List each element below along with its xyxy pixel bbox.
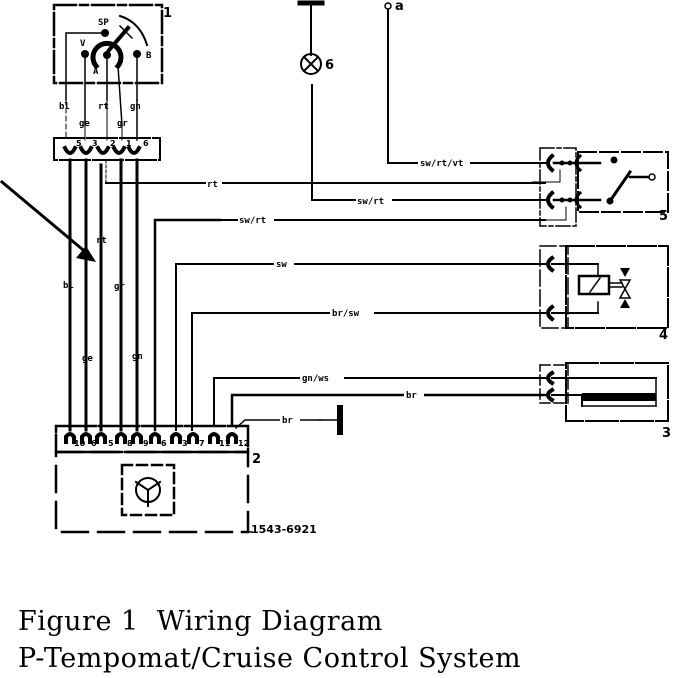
upper-pin-1: 1 <box>126 139 132 148</box>
wire-label-backgrounds <box>206 157 470 425</box>
wire-label-sw-rt: sw/rt <box>239 216 266 226</box>
pin-label: 6 <box>161 439 167 448</box>
component-4-label: 4 <box>659 328 668 343</box>
wire-label-bl: bl <box>63 281 74 291</box>
upper-pin-3: 3 <box>92 139 98 148</box>
horizontal-wires <box>105 7 547 435</box>
pin-label: 10 <box>74 439 86 448</box>
pin-label: 11 <box>219 439 231 448</box>
component-1-control-switch <box>52 3 164 141</box>
component-2-label: 2 <box>252 452 261 467</box>
component-6-lamp <box>297 0 325 75</box>
component-3-sensor <box>539 362 669 422</box>
wire-label-ge-top: ge <box>79 119 90 129</box>
wire-label-rt: rt <box>96 236 107 246</box>
wire-label-gr: gr <box>114 282 125 292</box>
pin-label: 3 <box>182 439 188 448</box>
part-number: 1543-6921 <box>251 523 317 536</box>
wire-label-gn-top: gn <box>130 102 141 112</box>
pin-label: 8 <box>127 439 133 448</box>
pin-label: 5 <box>108 439 114 448</box>
wire-label-rt-horizontal: rt <box>207 180 218 190</box>
control-unit-pin-labels: 10 6 5 8 9 6 3 7 11 12 <box>74 439 249 448</box>
upper-pin-5: 5 <box>76 139 82 148</box>
component-2-control-unit <box>54 424 253 534</box>
terminal-a <box>384 2 392 10</box>
wire-label-br-sw: br/sw <box>332 309 360 319</box>
terminal-a-text: a <box>395 0 404 14</box>
upper-connector <box>53 137 161 161</box>
terminal-a-label: A <box>93 67 99 77</box>
upper-pin-6: 6 <box>143 139 149 148</box>
component-3-label: 3 <box>662 426 671 441</box>
pin-label: 6 <box>91 439 97 448</box>
terminal-b-label: B <box>146 51 152 61</box>
wire-label-sw-rt-lamp: sw/rt <box>357 197 384 207</box>
pin-label: 9 <box>143 439 149 448</box>
wire-label-sw: sw <box>276 260 287 270</box>
figure-caption-subtitle: P-Tempomat/Cruise Control System <box>18 643 522 674</box>
component-5-switch <box>531 147 669 227</box>
component-4-valve <box>539 245 669 329</box>
component-6-label: 6 <box>325 58 334 73</box>
pin-label: 7 <box>199 439 205 448</box>
wire-label-bl-top: bl <box>59 102 70 112</box>
control-unit-pins <box>64 432 238 444</box>
wire-label-br-ground: br <box>282 416 293 426</box>
wire-label-gn-ws: gn/ws <box>302 374 329 384</box>
pin-label: 12 <box>238 439 249 448</box>
component-1-label: 1 <box>163 6 172 21</box>
terminal-v-label: V <box>80 39 86 49</box>
figure-caption-title: Figure 1 Wiring Diagram <box>18 606 383 637</box>
wire-label-br: br <box>406 391 417 401</box>
wire-label-ge: ge <box>82 354 93 364</box>
upper-pin-2: 2 <box>110 139 116 148</box>
component-5-label: 5 <box>659 209 668 224</box>
wire-label-gr-top: gr <box>117 119 128 129</box>
pointer-arrow <box>0 179 96 262</box>
terminal-sp-label: SP <box>98 18 109 28</box>
wire-label-sw-rt-vt: sw/rt/vt <box>420 159 463 169</box>
wire-label-gn: gn <box>132 352 143 362</box>
wire-label-rt-top: rt <box>98 102 109 112</box>
vertical-harness <box>68 158 222 432</box>
